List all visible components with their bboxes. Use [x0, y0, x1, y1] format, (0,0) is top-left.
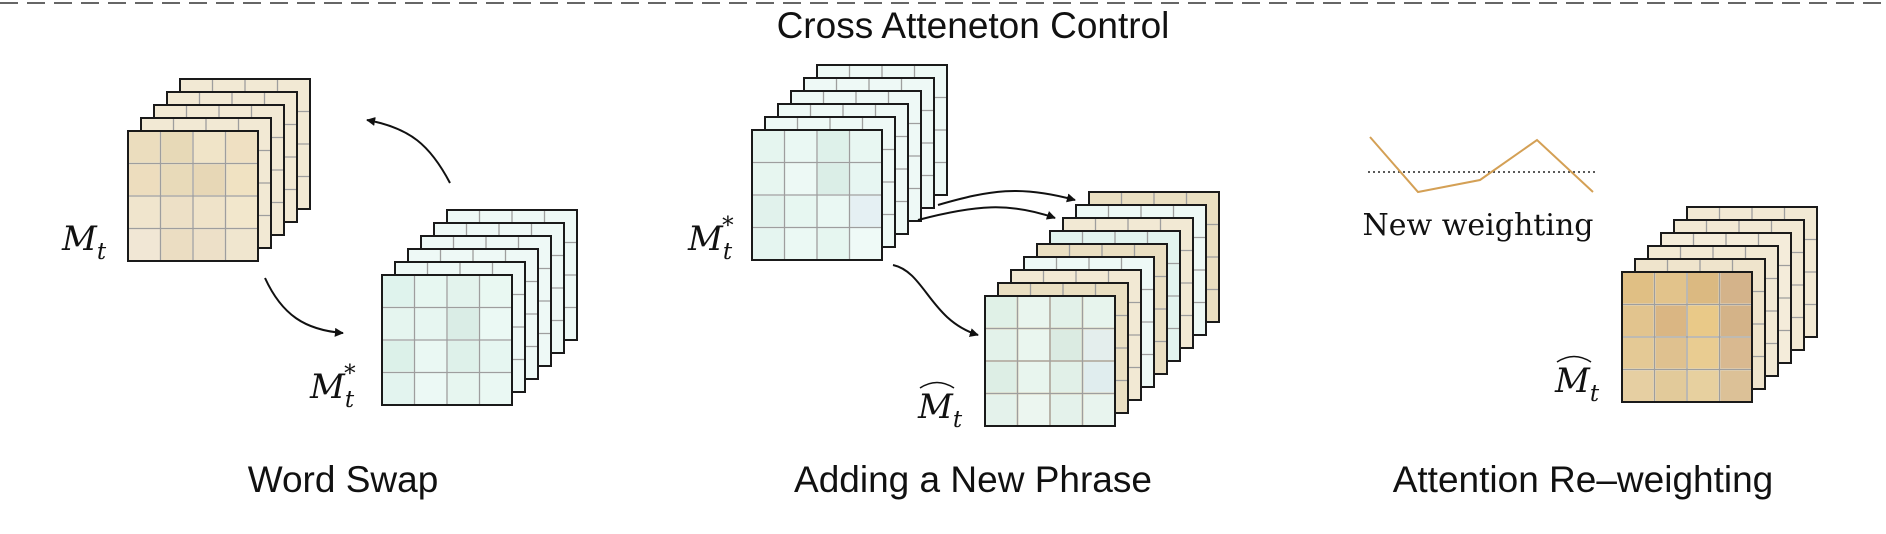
label-m-t: Mt: [61, 219, 107, 265]
map-layer: [381, 274, 513, 406]
header-title: Cross Atteneton Control: [777, 5, 1170, 46]
stack-m-t-star-source: [751, 64, 948, 261]
label-m-hat-reweight: Mt: [1554, 355, 1600, 407]
panel-reweighting: New weighting Mt Attention Re–weighting: [1363, 136, 1818, 500]
map-layer: [751, 129, 883, 261]
caption-add-phrase: Adding a New Phrase: [794, 459, 1152, 500]
map-layer: [1621, 271, 1753, 403]
caption-word-swap: Word Swap: [248, 459, 439, 500]
arrow-phrase-2: [917, 206, 1056, 221]
stack-m-t: [127, 78, 311, 262]
arrow-swap-up: [366, 117, 451, 184]
label-m-t-star-phrase: Mt*: [687, 213, 734, 265]
arrow-phrase-1: [937, 189, 1076, 206]
arrow-swap-down: [264, 277, 344, 337]
stack-m-t-star: [381, 209, 578, 406]
weighting-curve: [1369, 136, 1594, 194]
weighting-label: New weighting: [1363, 208, 1594, 243]
stack-m-hat-reweighted: [1621, 206, 1818, 403]
label-m-t-star: Mt*: [309, 361, 356, 413]
map-layer: [984, 295, 1116, 427]
arrow-phrase-3: [892, 264, 979, 337]
panel-add-phrase: Mt* Mt Adding a New Phrase: [687, 64, 1220, 500]
map-layer: [127, 130, 259, 262]
panel-word-swap: Mt Mt* Word Swap: [61, 78, 578, 500]
caption-reweighting: Attention Re–weighting: [1393, 459, 1774, 500]
svg-text:Mt: Mt: [917, 387, 963, 433]
label-m-hat-phrase: Mt: [917, 381, 963, 433]
stack-m-hat-merged: [984, 191, 1220, 427]
svg-text:Mt: Mt: [1554, 361, 1600, 407]
